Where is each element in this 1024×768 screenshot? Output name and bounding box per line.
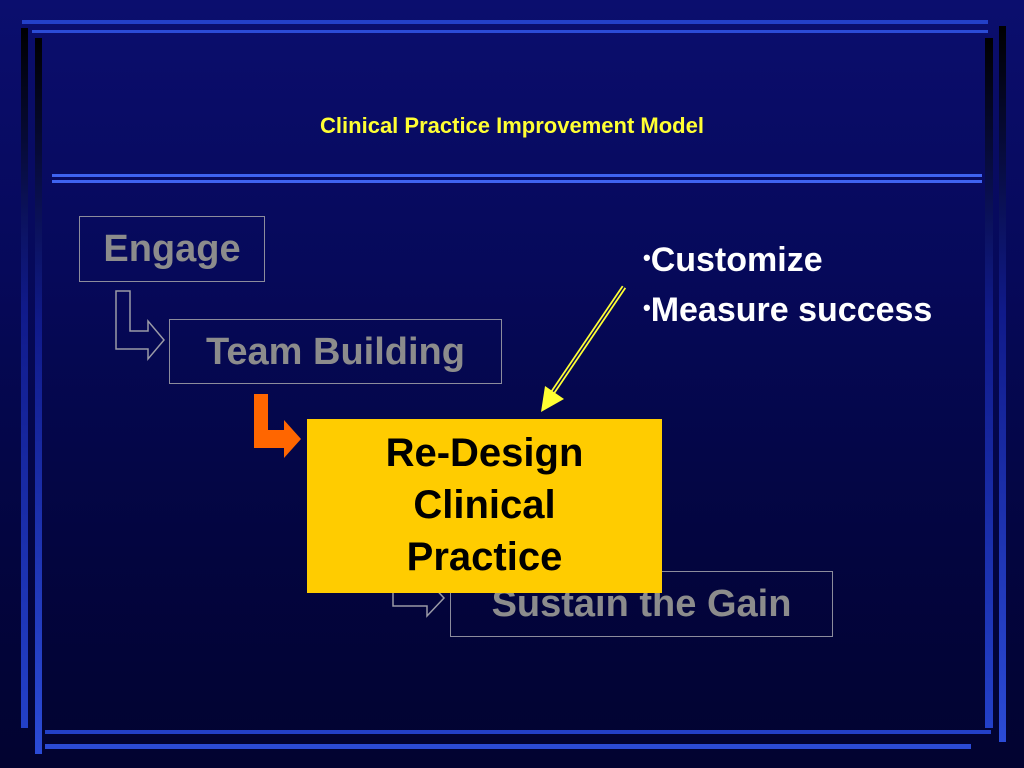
frame-bottom-line-inner	[45, 744, 971, 749]
frame-left-line	[21, 28, 28, 728]
step-team-building: Team Building	[169, 319, 502, 384]
step-redesign-clinical-practice: Re-Design Clinical Practice	[307, 419, 662, 593]
bullet-text: Customize	[650, 241, 823, 279]
arrow-engage-to-team	[115, 290, 165, 362]
frame-right-line	[985, 38, 993, 728]
redesign-line-3: Practice	[406, 535, 563, 579]
bullet-dot-icon: •	[643, 245, 651, 270]
frame-top-line	[22, 20, 988, 24]
title-underline	[52, 174, 982, 177]
redesign-line-2: Clinical	[413, 483, 556, 527]
redesign-line-1: Re-Design	[385, 431, 584, 475]
frame-left-line-inner	[35, 38, 42, 754]
bullet-item: •Measure success	[643, 284, 932, 334]
bullet-item: •Customize	[643, 234, 932, 284]
step-engage: Engage	[79, 216, 265, 282]
slide-title: Clinical Practice Improvement Model	[320, 113, 704, 138]
frame-top-line-inner	[32, 30, 988, 33]
pointer-arrow	[541, 285, 627, 412]
bullet-list: •Customize •Measure success	[643, 234, 932, 334]
bullet-dot-icon: •	[643, 295, 651, 320]
bullet-text: Measure success	[650, 291, 933, 329]
frame-bottom-line	[45, 730, 991, 734]
title-underline-2	[52, 180, 982, 183]
frame-right-line-inner	[999, 26, 1006, 742]
arrow-team-to-redesign	[254, 394, 301, 458]
